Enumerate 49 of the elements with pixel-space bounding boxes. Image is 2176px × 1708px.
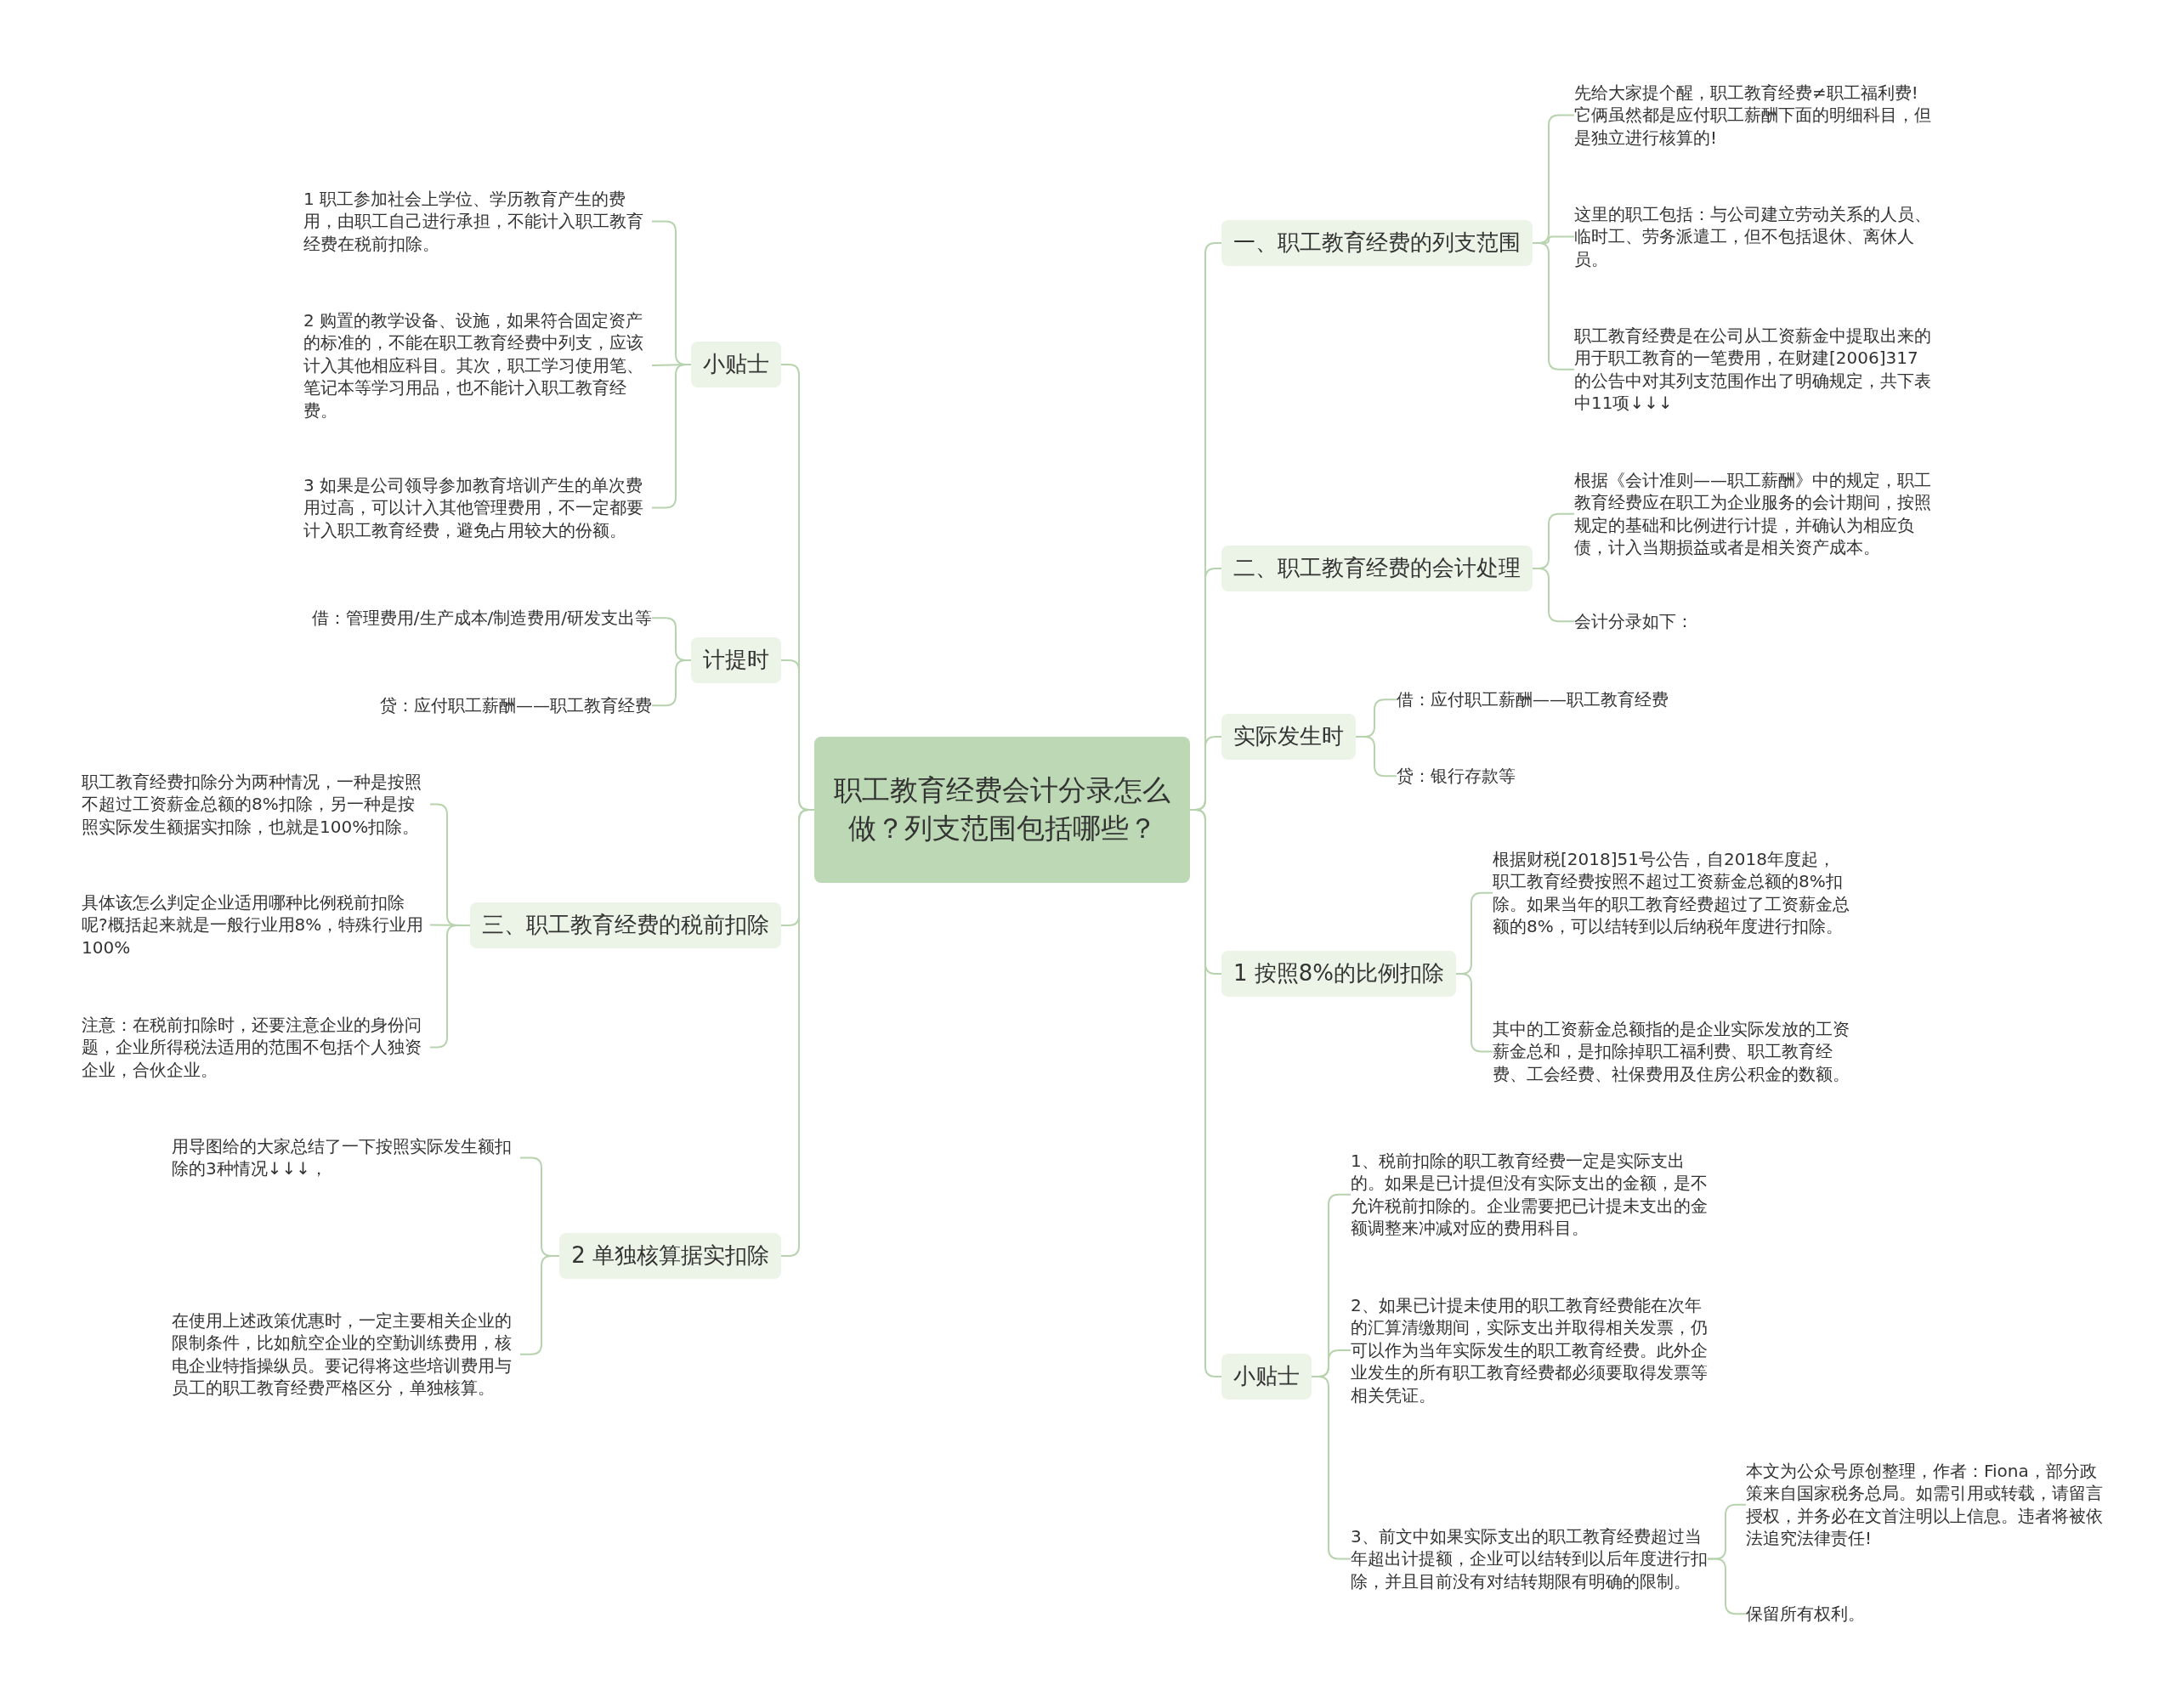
note-text: 具体该怎么判定企业适用哪种比例税前扣除呢?概括起来就是一般行业用8%，特殊行业用100%	[82, 891, 430, 959]
note-text: 注意：在税前扣除时，还要注意企业的身份问题，企业所得税法适用的范围不包括个人独资企业，合伙企业。	[82, 1014, 430, 1082]
connector-line	[519, 1254, 561, 1355]
topic-box	[559, 1233, 781, 1279]
topic-box	[1221, 951, 1457, 997]
topic-label: 计提时	[703, 647, 769, 672]
note-text: 1 职工参加社会上学位、学历教育产生的费用，由职工自己进行承担，不能计入职工教育经费在税前扣除。	[303, 188, 652, 256]
note-text: 贷：应付职工薪酬——职工教育经费	[380, 694, 652, 717]
central-topic-box	[814, 737, 1190, 883]
topic-box	[1221, 220, 1533, 266]
topic-label: 小贴士	[1233, 1363, 1300, 1388]
connector-line	[1532, 241, 1575, 370]
topic-label: 实际发生时	[1233, 723, 1344, 749]
note-text: 其中的工资薪金总额指的是企业实际发放的工资薪金总和，是扣除掉职工福利费、职工教育经费、工会经费、社保费用及住房公积金的数额。	[1493, 1018, 1850, 1086]
note-text: 职工教育经费扣除分为两种情况，一种是按照不超过工资薪金总额的8%扣除，另一种是按照实际发生额据实扣除，也就是100%扣除。	[82, 771, 430, 839]
note-text: 会计分录如下：	[1574, 610, 1931, 633]
note-text: 3、前文中如果实际支出的职工教育经费超过当年超出计提额，企业可以结转到以后年度进行扣除，并且目前没有对结转期限有明确的限制。	[1351, 1525, 1708, 1593]
connector-line	[1311, 1375, 1352, 1560]
note-text: 借：应付职工薪酬——职工教育经费	[1397, 688, 1754, 711]
note-text: 先给大家提个醒，职工教育经费≠职工福利费!它俩虽然都是应付职工薪酬下面的明细科目，但是独立进行核算的!	[1574, 82, 1931, 150]
note-text: 这里的职工包括：与公司建立劳动关系的人员、临时工、劳务派遣工，但不包括退休、离休人员。	[1574, 203, 1931, 271]
note-text: 本文为公众号原创整理，作者：Fiona，部分政策来自国家税务总局。如需引用或转载，请留言授权，并务必在文首注明以上信息。违者将被依法追究法律责任!	[1746, 1460, 2103, 1550]
topic-box	[470, 902, 781, 948]
note-text: 1、税前扣除的职工教育经费一定是实际支出的。如果是已计提但没有实际支出的金额，是不允许税前扣除的。企业需要把已计提未支出的金额调整来冲减对应的费用科目。	[1351, 1150, 1708, 1240]
topic-label: 二、职工教育经费的会计处理	[1233, 555, 1521, 580]
topic-label: 一、职工教育经费的列支范围	[1233, 229, 1521, 255]
topic-box	[1221, 546, 1533, 591]
note-text: 3 如果是公司领导参加教育培训产生的单次费用过高，可以计入其他管理费用，不一定都要计入职工教育经费，避免占用较大的份额。	[303, 474, 652, 542]
topic-label: 2 单独核算据实扣除	[571, 1242, 769, 1268]
topic-box	[691, 637, 781, 683]
connector-line	[1707, 1558, 1747, 1615]
note-text: 2 购置的教学设备、设施，如果符合固定资产的标准的，不能在职工教育经费中列支，应该计入其他相应科目。其次，职工学习使用笔、笔记本等学习用品，也不能计入职工教育经费。	[303, 309, 652, 421]
note-text: 保留所有权利。	[1746, 1603, 2103, 1626]
topic-box	[1221, 714, 1356, 760]
central-topic-label: 职工教育经费会计分录怎么做？列支范围包括哪些？	[833, 772, 1171, 846]
note-text: 2、如果已计提未使用的职工教育经费能在次年的汇算清缴期间，实际支出并取得相关发票，仍可以作为当年实际发生的职工教育经费。此外企业发生的所有职工教育经费都必须要取得发票等相关凭证。	[1351, 1294, 1708, 1406]
note-text: 在使用上述政策优惠时，一定主要相关企业的限制条件，比如航空企业的空勤训练费用，核电企业特指操纵员。要记得将这些培训费用与员工的职工教育经费严格区分，单独核算。	[172, 1309, 520, 1400]
topic-box	[1221, 1354, 1312, 1400]
topic-label: 1 按照8%的比例扣除	[1233, 960, 1445, 986]
note-text: 根据财税[2018]51号公告，自2018年度起，职工教育经费按照不超过工资薪金总额的8%扣除。如果当年的职工教育经费超过了工资薪金总额的8%，可以结转到以后纳税年度进行扣除。	[1493, 848, 1850, 938]
note-text: 根据《会计准则——职工薪酬》中的规定，职工教育经费应在职工为企业服务的会计期间，按照规定的基础和比例进行计提，并确认为相应负债，计入当期损益或者是相关资产成本。	[1574, 469, 1931, 559]
note-text: 职工教育经费是在公司从工资薪金中提取出来的用于职工教育的一笔费用，在财建[2006]317的公告中对其列支范围作出了明确规定，共下表中11项↓↓↓	[1574, 325, 1931, 415]
topic-label: 三、职工教育经费的税前扣除	[482, 912, 769, 937]
topic-label: 小贴士	[703, 351, 769, 376]
note-text: 用导图给的大家总结了一下按照实际发生额扣除的3种情况↓↓↓，	[172, 1135, 520, 1180]
note-text: 贷：银行存款等	[1397, 765, 1754, 788]
connector-line	[1455, 972, 1493, 1053]
topic-box	[691, 342, 781, 387]
note-text: 借：管理费用/生产成本/制造费用/研发支出等	[311, 607, 652, 630]
